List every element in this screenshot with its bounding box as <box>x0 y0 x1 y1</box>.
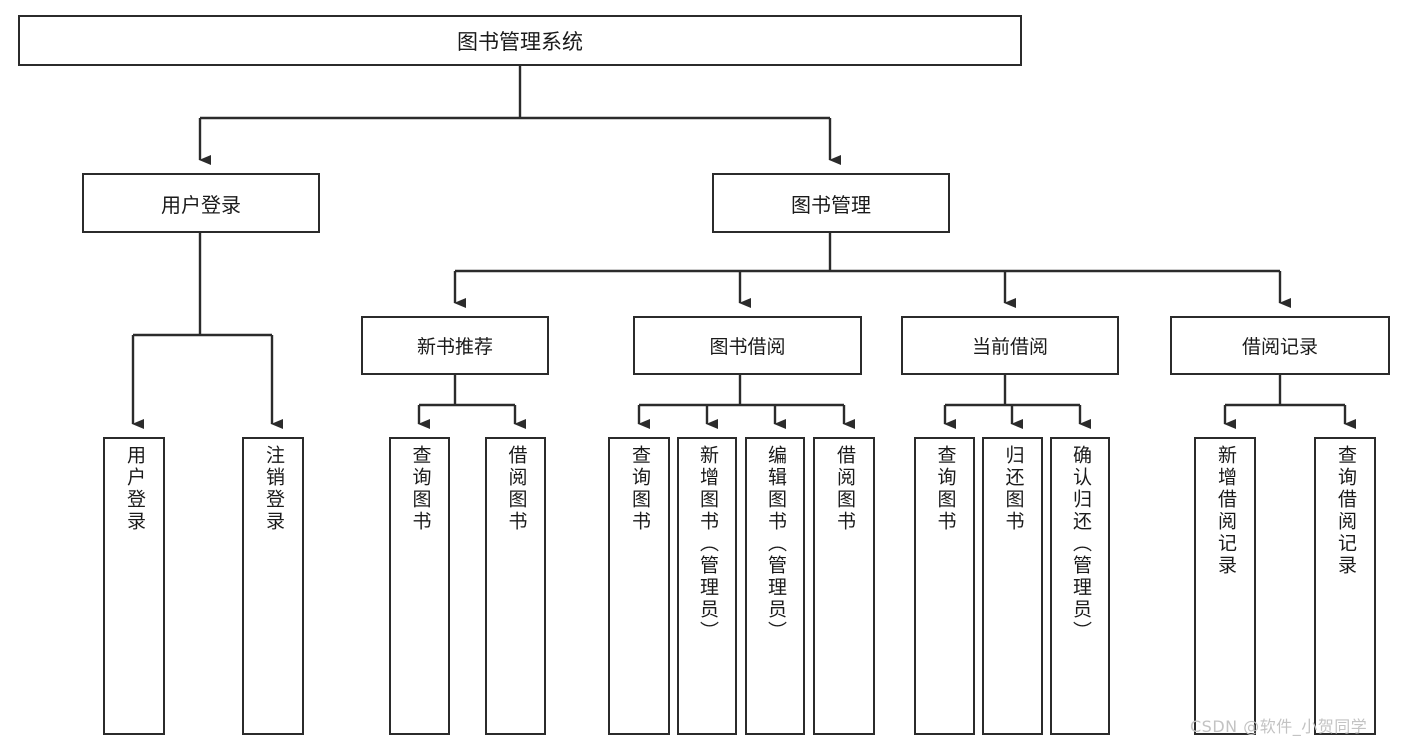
leaf-recommend-borrow-book[interactable]: 借阅图书 <box>485 437 546 735</box>
leaf-borrow-borrow-book-label: 借阅图书 <box>833 445 856 533</box>
leaf-current-confirm-return[interactable]: 确认归还（管理员） <box>1050 437 1110 735</box>
node-user-login[interactable]: 用户登录 <box>82 173 320 233</box>
node-new-book-recommend-label: 新书推荐 <box>416 336 493 358</box>
leaf-current-return-book[interactable]: 归还图书 <box>982 437 1043 735</box>
leaf-user-login-label: 用户登录 <box>123 445 146 533</box>
leaf-current-return-book-label: 归还图书 <box>1002 445 1025 533</box>
leaf-record-query-label: 查询借阅记录 <box>1334 445 1357 577</box>
node-book-borrow-label: 图书借阅 <box>709 336 786 358</box>
node-new-book-recommend[interactable]: 新书推荐 <box>361 316 549 375</box>
leaf-user-login[interactable]: 用户登录 <box>103 437 165 735</box>
leaf-recommend-query-book-label: 查询图书 <box>409 445 432 533</box>
node-root-label: 图书管理系统 <box>457 29 583 54</box>
node-borrow-record[interactable]: 借阅记录 <box>1170 316 1390 375</box>
leaf-record-add-label: 新增借阅记录 <box>1214 445 1237 577</box>
leaf-current-query-book-label: 查询图书 <box>934 445 957 533</box>
leaf-borrow-add-book[interactable]: 新增图书（管理员） <box>677 437 737 735</box>
leaf-user-logout-label: 注销登录 <box>262 445 285 533</box>
leaf-record-add[interactable]: 新增借阅记录 <box>1194 437 1256 735</box>
leaf-borrow-borrow-book[interactable]: 借阅图书 <box>813 437 875 735</box>
leaf-borrow-edit-book[interactable]: 编辑图书（管理员） <box>745 437 805 735</box>
leaf-recommend-query-book[interactable]: 查询图书 <box>389 437 450 735</box>
node-borrow-record-label: 借阅记录 <box>1241 336 1318 358</box>
leaf-record-query[interactable]: 查询借阅记录 <box>1314 437 1376 735</box>
leaf-borrow-edit-book-label: 编辑图书（管理员） <box>764 445 787 643</box>
leaf-borrow-query-book[interactable]: 查询图书 <box>608 437 670 735</box>
node-book-management[interactable]: 图书管理 <box>712 173 950 233</box>
node-user-login-label: 用户登录 <box>161 192 241 217</box>
leaf-borrow-add-book-label: 新增图书（管理员） <box>696 445 719 643</box>
node-book-management-label: 图书管理 <box>791 192 871 217</box>
node-book-borrow[interactable]: 图书借阅 <box>633 316 862 375</box>
leaf-current-confirm-return-label: 确认归还（管理员） <box>1069 445 1092 643</box>
leaf-recommend-borrow-book-label: 借阅图书 <box>505 445 528 533</box>
node-current-borrow-label: 当前借阅 <box>971 336 1048 358</box>
watermark: CSDN @软件_小贺同学 <box>1190 717 1368 736</box>
leaf-current-query-book[interactable]: 查询图书 <box>914 437 975 735</box>
leaf-user-logout[interactable]: 注销登录 <box>242 437 304 735</box>
leaf-borrow-query-book-label: 查询图书 <box>628 445 651 533</box>
node-root[interactable]: 图书管理系统 <box>18 15 1022 66</box>
node-current-borrow[interactable]: 当前借阅 <box>901 316 1119 375</box>
